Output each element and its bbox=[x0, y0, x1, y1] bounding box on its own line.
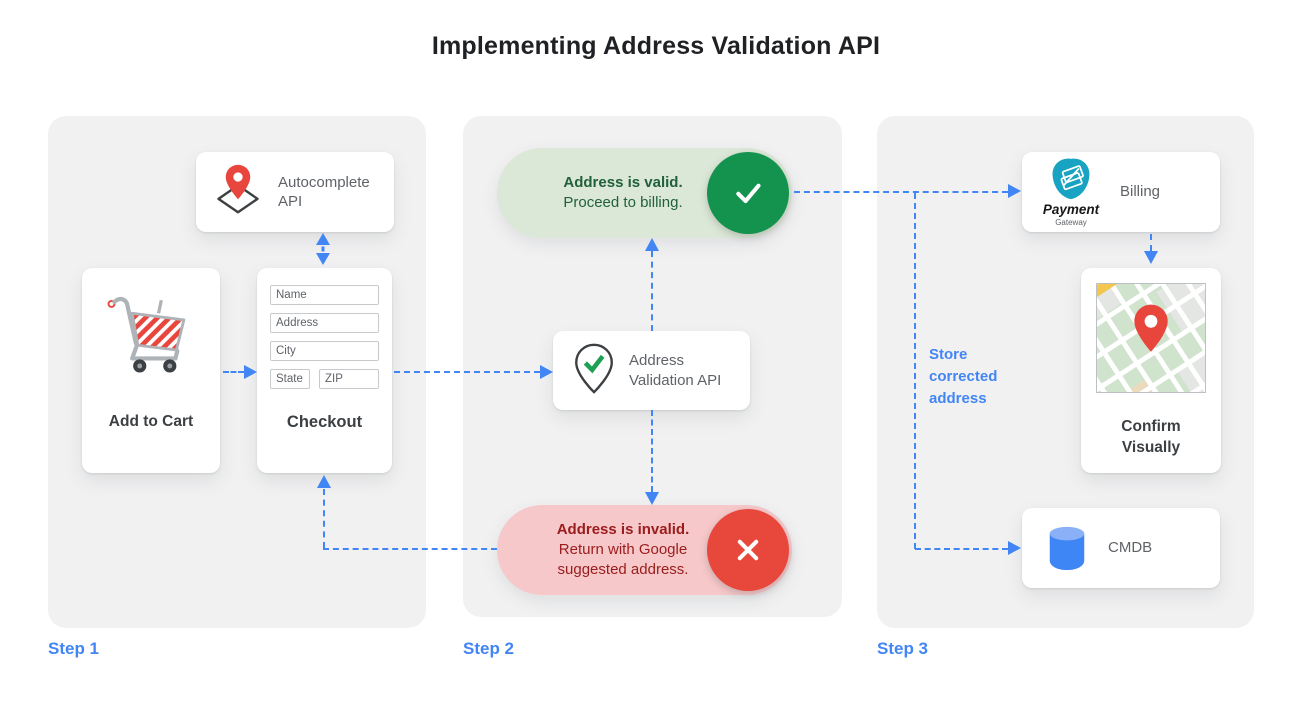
arrow-billing-to-confirm-head bbox=[1144, 251, 1158, 264]
map-pin-diamond-icon bbox=[212, 163, 264, 222]
state-field[interactable] bbox=[270, 369, 310, 389]
address-validation-api-card: Address Validation API bbox=[553, 331, 750, 410]
city-field[interactable] bbox=[270, 341, 379, 361]
address-field[interactable] bbox=[270, 313, 379, 333]
arrow-store-branch-vline bbox=[914, 193, 916, 549]
arrow-branch-to-cmdb-head bbox=[1008, 541, 1021, 555]
checkout-label: Checkout bbox=[286, 413, 363, 431]
arrow-validation-to-valid-head bbox=[645, 238, 659, 251]
arrow-invalid-return-vline bbox=[323, 489, 325, 548]
arrow-invalid-return-hline bbox=[323, 548, 497, 550]
confirm-visually-label: Confirm Visually bbox=[1121, 418, 1181, 456]
arrow-checkout-to-validation-head bbox=[540, 365, 553, 379]
payment-logo-title: Payment bbox=[1042, 202, 1100, 218]
payment-logo-subtitle: Gateway bbox=[1055, 217, 1087, 227]
arrow-invalid-return-head bbox=[317, 475, 331, 488]
invalid-pill-title: Address is invalid. bbox=[556, 520, 690, 538]
store-corrected-address-note: Store corrected address bbox=[929, 346, 998, 407]
shopping-cart-icon bbox=[107, 296, 186, 373]
valid-pill-title: Address is valid. bbox=[563, 173, 683, 191]
step2-label: Step 2 bbox=[463, 639, 515, 658]
cmdb-card: CMDB bbox=[1022, 508, 1220, 588]
arrow-cart-to-checkout-line bbox=[223, 371, 244, 373]
step1-label: Step 1 bbox=[48, 639, 100, 658]
check-icon bbox=[707, 152, 789, 234]
invalid-pill-subtitle: Return with Google suggested address. bbox=[557, 540, 689, 579]
pin-check-icon bbox=[573, 343, 615, 399]
arrow-cart-to-checkout-head bbox=[244, 365, 257, 379]
address-valid-pill: Address is valid. Proceed to billing. bbox=[497, 148, 792, 238]
checkout-card: Checkout bbox=[257, 268, 392, 473]
address-invalid-pill: Address is invalid. Return with Google s… bbox=[497, 505, 792, 595]
billing-card: Payment Gateway Billing bbox=[1022, 152, 1220, 232]
page-title: Implementing Address Validation API bbox=[431, 32, 881, 60]
arrow-valid-to-billing-line bbox=[794, 191, 1008, 193]
x-icon bbox=[707, 509, 789, 591]
payment-gateway-logo: Payment Gateway bbox=[1038, 157, 1104, 227]
step3-label: Step 3 bbox=[877, 639, 929, 658]
zip-field[interactable] bbox=[319, 369, 379, 389]
map-thumbnail-icon bbox=[1096, 283, 1206, 393]
name-field[interactable] bbox=[270, 285, 379, 305]
arrow-branch-to-cmdb-line bbox=[915, 548, 1008, 550]
confirm-visually-card: Confirm Visually bbox=[1081, 268, 1221, 473]
arrow-checkout-to-validation-line bbox=[394, 371, 540, 373]
arrow-validation-to-valid-line bbox=[651, 251, 653, 331]
autocomplete-api-card: Autocomplete API bbox=[196, 152, 394, 232]
database-icon bbox=[1049, 526, 1085, 571]
arrow-billing-to-confirm-line bbox=[1150, 234, 1152, 251]
double-arrow-autocomplete-checkout bbox=[316, 233, 330, 265]
autocomplete-api-label: Autocomplete API bbox=[278, 173, 370, 211]
cmdb-label: CMDB bbox=[1108, 539, 1153, 557]
arrow-validation-to-invalid-line bbox=[651, 410, 653, 492]
valid-pill-subtitle: Proceed to billing. bbox=[563, 194, 683, 211]
billing-label: Billing bbox=[1120, 183, 1161, 201]
add-to-cart-label: Add to Cart bbox=[108, 413, 194, 430]
arrow-valid-to-billing-head bbox=[1008, 184, 1021, 198]
payment-gateway-icon bbox=[1052, 158, 1090, 200]
address-validation-api-label: Address Validation API bbox=[629, 352, 722, 389]
arrow-validation-to-invalid-head bbox=[645, 492, 659, 505]
add-to-cart-card: Add to Cart bbox=[82, 268, 220, 473]
